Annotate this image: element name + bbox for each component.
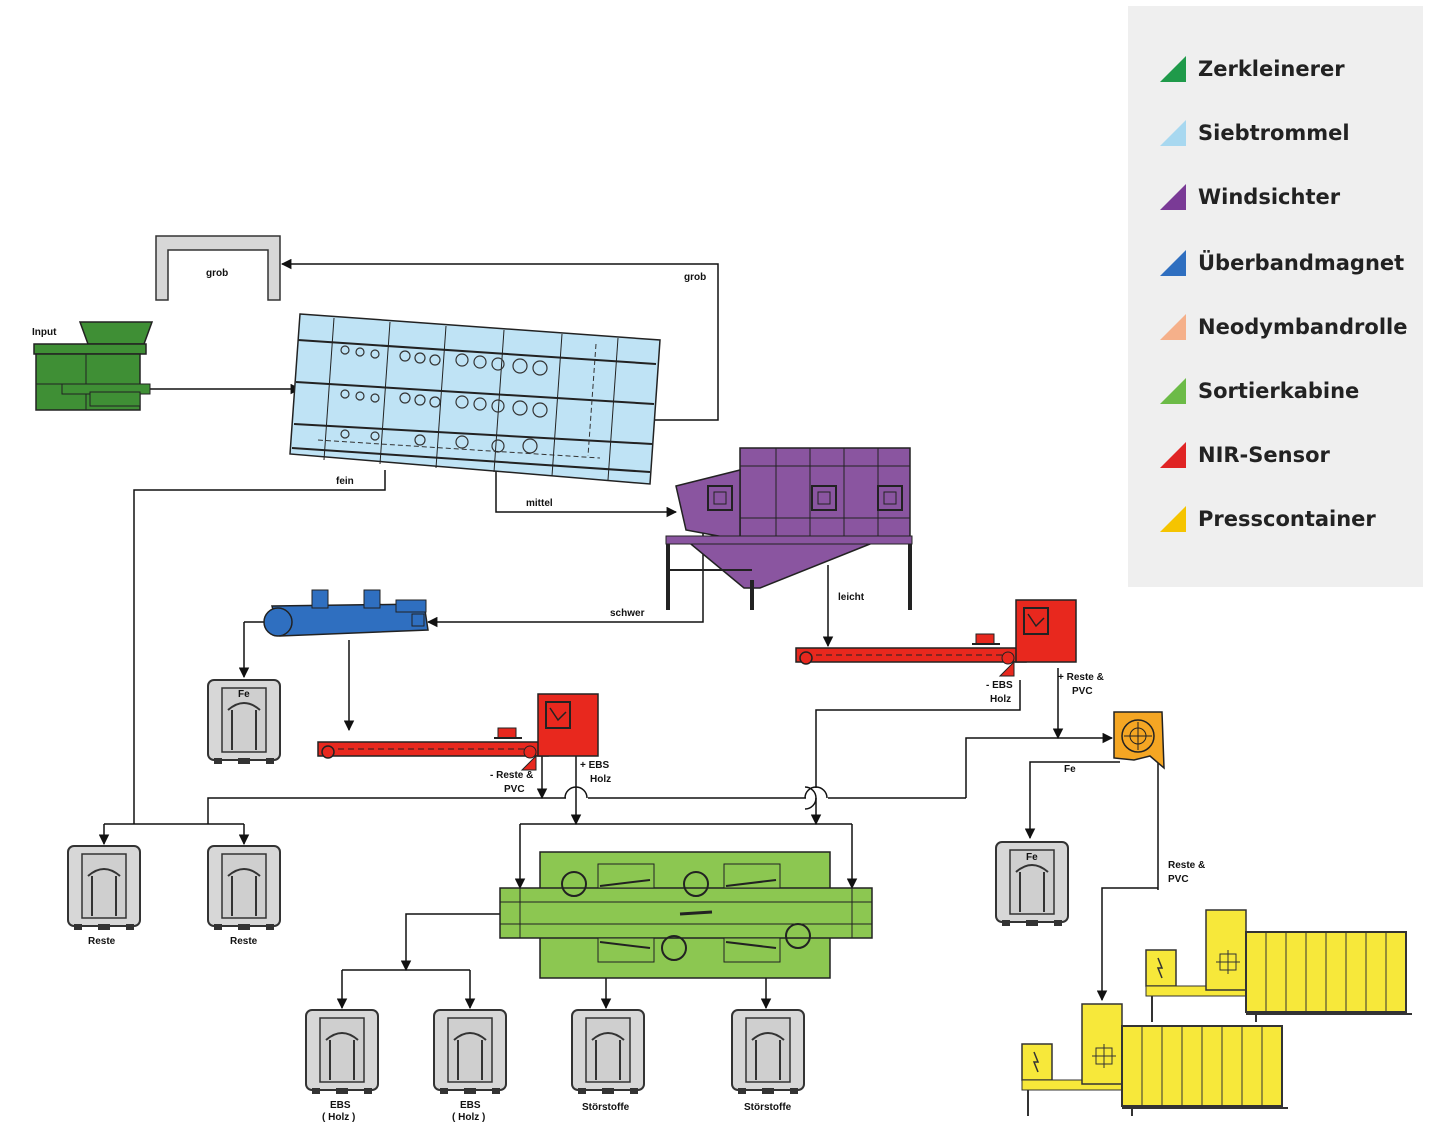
leicht-label: leicht — [838, 592, 865, 603]
nir-sensor-2 — [317, 693, 599, 771]
coarse-bin — [155, 235, 281, 301]
triangle-icon — [1160, 120, 1186, 146]
reste-pvc-label-1: Reste & — [1168, 860, 1205, 871]
triangle-icon — [1160, 250, 1186, 276]
drum-screen — [289, 313, 661, 485]
input-label: Input — [32, 327, 57, 338]
coarse-bin-label: grob — [206, 268, 228, 279]
fe-flow-label: Fe — [1064, 764, 1076, 775]
press-container-2 — [1021, 1003, 1289, 1117]
nir-sensor-1 — [795, 599, 1077, 677]
legend-item-zerkleinerer: Zerkleinerer — [1160, 54, 1345, 84]
stoerstoffe-bin-2 — [731, 1009, 805, 1095]
ebs-bin-1-label-2: ( Holz ) — [322, 1112, 355, 1123]
legend-label: Überbandmagnet — [1198, 251, 1405, 275]
overband-magnet — [263, 589, 429, 637]
ebs-holz-plus-2: Holz — [590, 774, 611, 785]
legend-label: Zerkleinerer — [1198, 57, 1345, 81]
press-container-1 — [1145, 909, 1413, 1023]
grob-flow-label: grob — [684, 272, 706, 283]
stoerstoffe-bin-1 — [571, 1009, 645, 1095]
schwer-label: schwer — [610, 608, 645, 619]
wind-sifter — [665, 447, 913, 610]
reste-pvc-plus-1: + Reste & — [1058, 672, 1104, 683]
triangle-icon — [1160, 184, 1186, 210]
legend-item-presscontainer: Presscontainer — [1160, 504, 1376, 534]
reste-pvc-minus-2: PVC — [504, 784, 525, 795]
legend-label: Presscontainer — [1198, 507, 1376, 531]
legend-label: Neodymbandrolle — [1198, 315, 1408, 339]
ebs-bin-1 — [305, 1009, 379, 1095]
reste-bin-2 — [207, 845, 281, 931]
legend-item-sortierkabine: Sortierkabine — [1160, 376, 1359, 406]
stoerstoffe-bin-2-label: Störstoffe — [744, 1102, 792, 1113]
ebs-bin-2-label-2: ( Holz ) — [452, 1112, 485, 1123]
shredder-machine — [33, 321, 154, 411]
ebs-bin-1-label-1: EBS — [330, 1100, 351, 1111]
triangle-icon — [1160, 56, 1186, 82]
ebs-holz-minus-1: - EBS — [986, 680, 1013, 691]
legend-label: Sortierkabine — [1198, 379, 1360, 403]
triangle-icon — [1160, 378, 1186, 404]
legend-item-siebtrommel: Siebtrommel — [1160, 118, 1350, 148]
legend-item-nir-sensor: NIR-Sensor — [1160, 440, 1330, 470]
reste-bin-2-label: Reste — [230, 936, 258, 947]
reste-bin-1-label: Reste — [88, 936, 116, 947]
flow-lines — [98, 258, 1159, 1010]
legend-label: Windsichter — [1198, 185, 1341, 209]
legend-panel: Zerkleinerer Siebtrommel Windsichter Übe… — [1128, 6, 1423, 587]
fe-bin-right-label: Fe — [1026, 852, 1038, 863]
stoerstoffe-bin-1-label: Störstoffe — [582, 1102, 630, 1113]
triangle-icon — [1160, 314, 1186, 340]
ebs-holz-minus-2: Holz — [990, 694, 1011, 705]
ebs-bin-2 — [433, 1009, 507, 1095]
triangle-icon — [1160, 506, 1186, 532]
reste-pvc-minus-1: - Reste & — [490, 770, 533, 781]
fe-bin-left-label: Fe — [238, 689, 250, 700]
mittel-label: mittel — [526, 498, 553, 509]
legend-item-windsichter: Windsichter — [1160, 182, 1340, 212]
legend-item-neodymbandrolle: Neodymbandrolle — [1160, 312, 1407, 342]
sorting-cabin — [499, 851, 873, 979]
legend-item-ueberbandmagnet: Überbandmagnet — [1160, 248, 1404, 278]
reste-bin-1 — [67, 845, 141, 931]
eddy-current-separator — [1113, 711, 1165, 770]
reste-pvc-label-2: PVC — [1168, 874, 1189, 885]
triangle-icon — [1160, 442, 1186, 468]
ebs-bin-2-label-1: EBS — [460, 1100, 481, 1111]
legend-label: NIR-Sensor — [1198, 443, 1330, 467]
fein-label: fein — [336, 476, 354, 487]
ebs-holz-plus-1: + EBS — [580, 760, 610, 771]
legend-label: Siebtrommel — [1198, 121, 1350, 145]
reste-pvc-plus-2: PVC — [1072, 686, 1093, 697]
